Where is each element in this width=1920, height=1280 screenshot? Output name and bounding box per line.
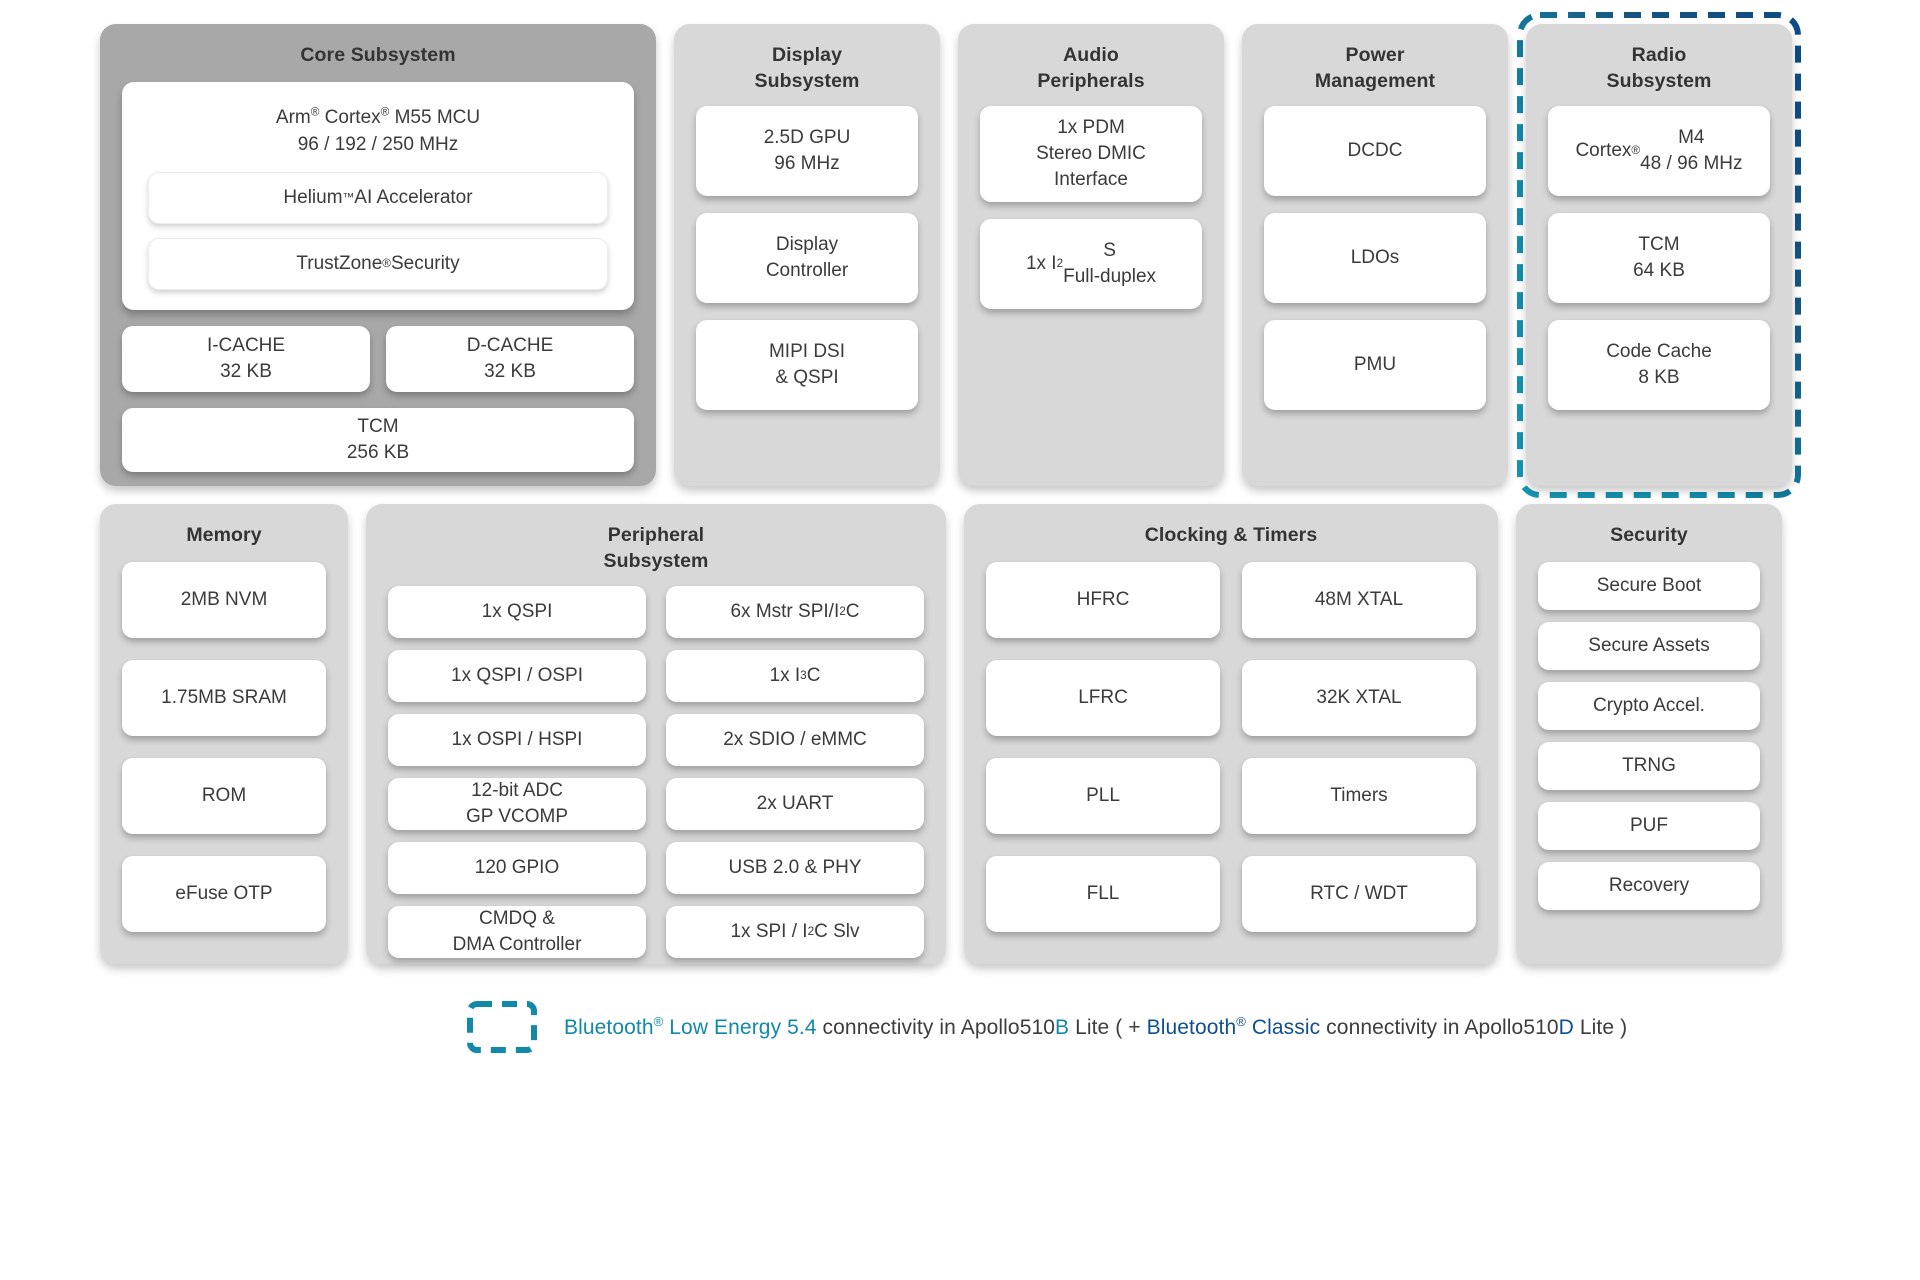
block-fll[interactable]: FLL (986, 856, 1220, 932)
clocking-columns: HFRC LFRC PLL FLL 48M XTAL 32K XTAL Time… (986, 562, 1476, 942)
group-radio-subsystem[interactable]: Radio Subsystem Cortex® M4 48 / 96 MHz T… (1526, 24, 1792, 486)
legend-run: B (1055, 1015, 1070, 1039)
core-cpu-label: Arm® Cortex® M55 MCU 96 / 192 / 250 MHz (275, 105, 481, 155)
block-cmdq-dma-controller[interactable]: CMDQ & DMA Controller (388, 906, 646, 958)
group-core-subsystem[interactable]: Core Subsystem Arm® Cortex® M55 MCU 96 /… (100, 24, 656, 486)
block-d-cache[interactable]: D-CACHE 32 KB (386, 326, 634, 392)
group-title-peripheral-subsystem: Peripheral Subsystem (603, 524, 709, 572)
group-display-subsystem[interactable]: Display Subsystem 2.5D GPU 96 MHz Displa… (674, 24, 940, 486)
legend-run: Bluetooth® Low Energy 5.4 (564, 1013, 817, 1039)
group-title-audio-peripherals: Audio Peripherals (1037, 44, 1145, 92)
power-block-stack: DCDC LDOs PMU (1264, 106, 1486, 464)
display-block-stack: 2.5D GPU 96 MHz Display Controller MIPI … (696, 106, 918, 464)
block-120-gpio[interactable]: 120 GPIO (388, 842, 646, 894)
block-rtc-wdt[interactable]: RTC / WDT (1242, 856, 1476, 932)
block-lfrc[interactable]: LFRC (986, 660, 1220, 736)
group-title-radio-subsystem: Radio Subsystem (1606, 44, 1712, 92)
core-cpu-card[interactable]: Arm® Cortex® M55 MCU 96 / 192 / 250 MHz … (122, 82, 634, 310)
group-title-display-subsystem: Display Subsystem (754, 44, 860, 92)
block-2mb-nvm[interactable]: 2MB NVM (122, 562, 326, 638)
block-trng[interactable]: TRNG (1538, 742, 1760, 790)
block-2x-uart[interactable]: 2x UART (666, 778, 924, 830)
peripheral-left-column: 1x QSPI 1x QSPI / OSPI 1x OSPI / HSPI 12… (388, 586, 646, 958)
memory-block-stack: 2MB NVM 1.75MB SRAM ROM eFuse OTP (122, 562, 326, 942)
block-recovery[interactable]: Recovery (1538, 862, 1760, 910)
block-cortex-m4[interactable]: Cortex® M4 48 / 96 MHz (1548, 106, 1770, 196)
block-32k-xtal[interactable]: 32K XTAL (1242, 660, 1476, 736)
legend-run: connectivity in Apollo510 (816, 1015, 1056, 1039)
radio-subsystem-highlight-wrapper: Radio Subsystem Cortex® M4 48 / 96 MHz T… (1517, 12, 1801, 498)
top-row: Core Subsystem Arm® Cortex® M55 MCU 96 /… (100, 12, 1820, 498)
block-sram[interactable]: 1.75MB SRAM (122, 660, 326, 736)
legend-run: connectivity in Apollo510 (1320, 1015, 1559, 1039)
group-power-management[interactable]: Power Management DCDC LDOs PMU (1242, 24, 1508, 486)
group-memory[interactable]: Memory 2MB NVM 1.75MB SRAM ROM eFuse OTP (100, 504, 348, 964)
block-core-tcm[interactable]: TCM 256 KB (122, 408, 634, 472)
block-trustzone-security[interactable]: TrustZone® Security (148, 238, 608, 290)
block-ldos[interactable]: LDOs (1264, 213, 1486, 303)
block-secure-boot[interactable]: Secure Boot (1538, 562, 1760, 610)
bottom-row: Memory 2MB NVM 1.75MB SRAM ROM eFuse OTP… (100, 504, 1820, 964)
block-2-5d-gpu[interactable]: 2.5D GPU 96 MHz (696, 106, 918, 196)
clocking-left-column: HFRC LFRC PLL FLL (986, 562, 1220, 942)
block-efuse-otp[interactable]: eFuse OTP (122, 856, 326, 932)
block-hfrc[interactable]: HFRC (986, 562, 1220, 638)
block-1x-ospi-hspi[interactable]: 1x OSPI / HSPI (388, 714, 646, 766)
block-48m-xtal[interactable]: 48M XTAL (1242, 562, 1476, 638)
block-pdm-stereo-dmic[interactable]: 1x PDM Stereo DMIC Interface (980, 106, 1202, 202)
group-title-security: Security (1610, 524, 1688, 546)
block-secure-assets[interactable]: Secure Assets (1538, 622, 1760, 670)
legend-run: D (1558, 1015, 1574, 1039)
legend-run: Lite ( + (1069, 1015, 1147, 1039)
legend-run: Lite ) (1573, 1015, 1628, 1039)
block-usb-2-0-phy[interactable]: USB 2.0 & PHY (666, 842, 924, 894)
legend-run: Bluetooth® Classic (1146, 1013, 1321, 1039)
block-rom[interactable]: ROM (122, 758, 326, 834)
dashed-rectangle-icon (467, 1001, 537, 1053)
legend-text: Bluetooth® Low Energy 5.4 connectivity i… (564, 1014, 1627, 1041)
group-title-power-management: Power Management (1314, 44, 1436, 92)
core-cache-row: I-CACHE 32 KB D-CACHE 32 KB (122, 326, 634, 392)
block-pmu[interactable]: PMU (1264, 320, 1486, 410)
group-security[interactable]: Security Secure Boot Secure Assets Crypt… (1516, 504, 1782, 964)
block-1x-qspi[interactable]: 1x QSPI (388, 586, 646, 638)
radio-block-stack: Cortex® M4 48 / 96 MHz TCM 64 KB Code Ca… (1548, 106, 1770, 464)
block-timers[interactable]: Timers (1242, 758, 1476, 834)
block-1x-qspi-ospi[interactable]: 1x QSPI / OSPI (388, 650, 646, 702)
group-peripheral-subsystem[interactable]: Peripheral Subsystem 1x QSPI 1x QSPI / O… (366, 504, 946, 964)
block-radio-tcm[interactable]: TCM 64 KB (1548, 213, 1770, 303)
group-title-clocking-timers: Clocking & Timers (1144, 524, 1318, 546)
block-mipi-dsi-qspi[interactable]: MIPI DSI & QSPI (696, 320, 918, 410)
peripheral-columns: 1x QSPI 1x QSPI / OSPI 1x OSPI / HSPI 12… (388, 586, 924, 958)
block-crypto-accel[interactable]: Crypto Accel. (1538, 682, 1760, 730)
group-title-memory: Memory (186, 524, 262, 546)
block-i-cache[interactable]: I-CACHE 32 KB (122, 326, 370, 392)
block-pll[interactable]: PLL (986, 758, 1220, 834)
security-block-stack: Secure Boot Secure Assets Crypto Accel. … (1538, 562, 1760, 942)
block-display-controller[interactable]: Display Controller (696, 213, 918, 303)
block-12-bit-adc[interactable]: 12-bit ADC GP VCOMP (388, 778, 646, 830)
group-audio-peripherals[interactable]: Audio Peripherals 1x PDM Stereo DMIC Int… (958, 24, 1224, 486)
group-title-core-subsystem: Core Subsystem (300, 44, 456, 66)
legend: Bluetooth® Low Energy 5.4 connectivity i… (100, 1000, 1820, 1054)
group-clocking-timers[interactable]: Clocking & Timers HFRC LFRC PLL FLL 48M … (964, 504, 1498, 964)
block-dcdc[interactable]: DCDC (1264, 106, 1486, 196)
block-code-cache[interactable]: Code Cache 8 KB (1548, 320, 1770, 410)
block-2x-sdio-emmc[interactable]: 2x SDIO / eMMC (666, 714, 924, 766)
block-puf[interactable]: PUF (1538, 802, 1760, 850)
clocking-right-column: 48M XTAL 32K XTAL Timers RTC / WDT (1242, 562, 1476, 942)
